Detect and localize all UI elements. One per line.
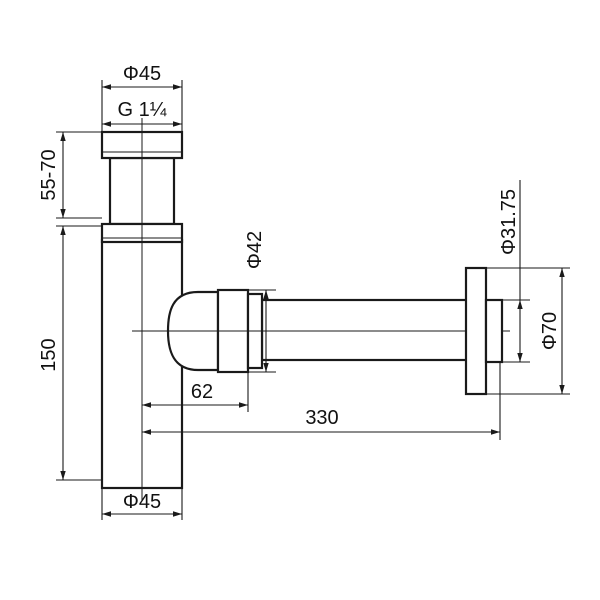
dim-outlet-diameter: Φ31.75 — [498, 180, 530, 363]
outlet-assembly — [132, 266, 510, 396]
body-height-label: 150 — [38, 338, 60, 371]
tube-diameter-label: Φ42 — [244, 231, 266, 269]
top-diameter-label: Φ45 — [123, 63, 161, 85]
dim-adjust-height: 55-70 — [38, 131, 102, 219]
thread-label: G 1¼ — [118, 99, 167, 121]
dim-horizontal-offset: 62 — [142, 372, 249, 412]
horizontal-tube — [260, 298, 470, 362]
dim-thread: G 1¼ — [102, 99, 182, 127]
dim-flange-diameter: Φ70 — [486, 267, 570, 395]
wall-flange — [464, 266, 488, 396]
outlet-diameter-label: Φ31.75 — [498, 189, 520, 255]
dim-top-diameter: Φ45 — [101, 63, 183, 132]
dim-body-height: 150 — [38, 225, 102, 481]
horizontal-offset-label: 62 — [191, 381, 213, 403]
dim-tube-diameter: Φ42 — [244, 231, 276, 373]
bottom-diameter-label: Φ45 — [123, 491, 161, 513]
dim-total-length: 330 — [142, 362, 501, 440]
flange-diameter-label: Φ70 — [539, 312, 561, 350]
dim-bottom-diameter: Φ45 — [101, 488, 183, 520]
trap-body — [100, 118, 184, 500]
adjust-height-label: 55-70 — [38, 149, 60, 200]
total-length-label: 330 — [305, 407, 338, 429]
outlet-stub — [484, 298, 504, 364]
